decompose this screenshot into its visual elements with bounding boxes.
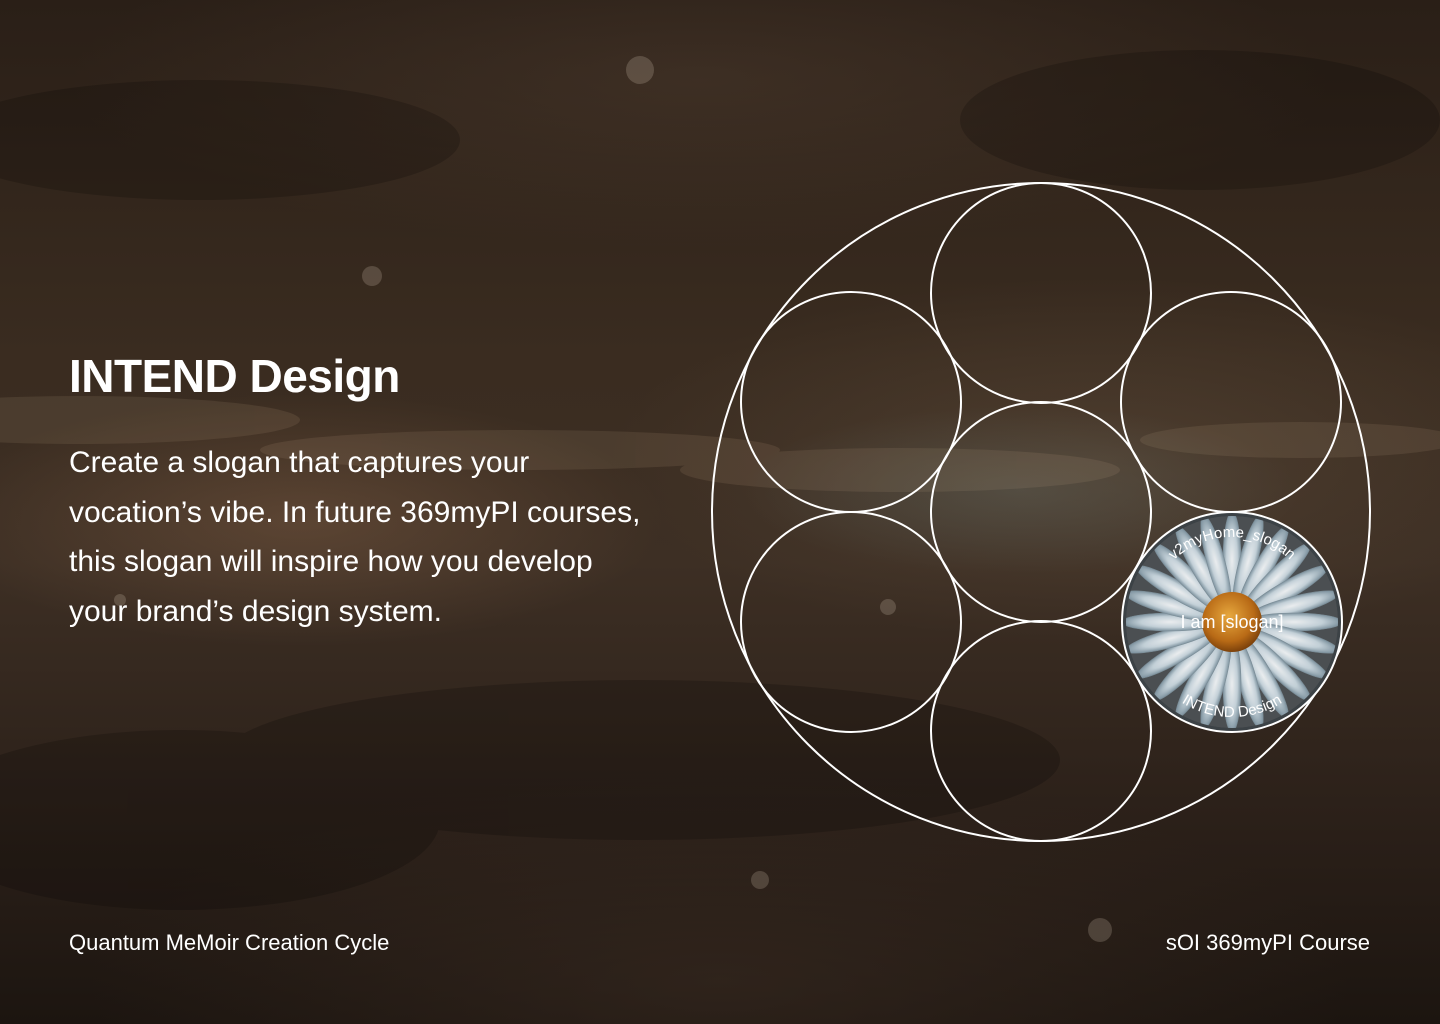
page-title: INTEND Design [69, 350, 400, 402]
description-text: Create a slogan that captures your vocat… [69, 446, 641, 628]
seed-of-life-diagram: v2myHome_slogan INTEND Design I am [slog… [711, 182, 1371, 842]
outer-circle [711, 182, 1371, 842]
petal-circle-top [930, 182, 1152, 404]
petal-circle-upper-left [740, 291, 962, 513]
petal-circle-center [930, 401, 1152, 623]
daisy-image [1126, 516, 1338, 728]
slogan-badge: v2myHome_slogan INTEND Design I am [slog… [1121, 511, 1343, 733]
petal-circle-lower-left [740, 511, 962, 733]
badge-center-text: I am [slogan] [1180, 612, 1283, 632]
petal-circle-upper-right [1120, 291, 1342, 513]
footer-course-label: sOI 369myPI Course [1165, 930, 1370, 955]
petal-circle-bottom [930, 620, 1152, 842]
footer-cycle-label: Quantum MeMoir Creation Cycle [69, 930, 390, 955]
